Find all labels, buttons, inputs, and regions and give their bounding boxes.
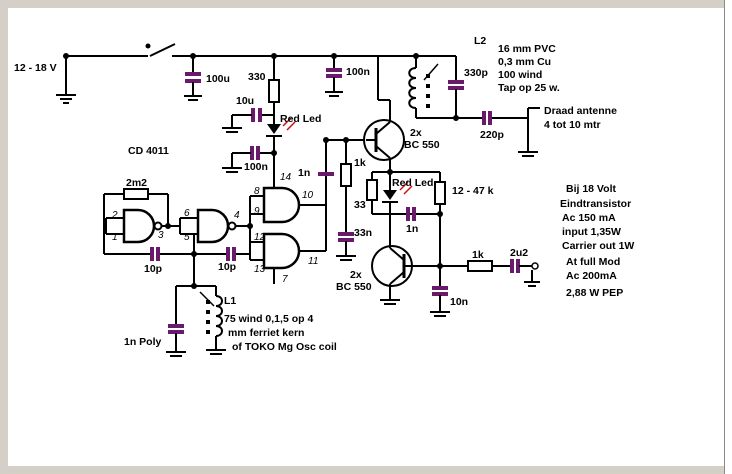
capacitor-1n-poly bbox=[166, 286, 186, 357]
note-line: Ac 200mA bbox=[566, 270, 617, 282]
pin: 3 bbox=[158, 230, 164, 241]
note-line: input 1,35W bbox=[562, 226, 621, 238]
antenna-2: 4 tot 10 mtr bbox=[544, 119, 601, 131]
resistor-2m2 bbox=[103, 188, 169, 254]
capacitor-100n-mid bbox=[222, 146, 277, 173]
led-1 bbox=[266, 117, 296, 170]
note-line: Carrier out 1W bbox=[562, 240, 634, 252]
note-line: 2,88 W PEP bbox=[566, 287, 623, 299]
note-line: Eindtransistor bbox=[560, 198, 631, 210]
label-33n: 33n bbox=[354, 227, 372, 239]
label-l1: L1 bbox=[224, 295, 236, 307]
pin: 4 bbox=[234, 210, 240, 221]
pin: 1 bbox=[112, 232, 118, 243]
label-100n-mid: 100n bbox=[244, 161, 268, 173]
gate-3 bbox=[249, 186, 326, 226]
l2-desc-2: 0,3 mm Cu bbox=[498, 56, 551, 68]
l1-desc-3: of TOKO Mg Osc coil bbox=[232, 341, 337, 353]
note-line: Bij 18 Volt bbox=[566, 183, 616, 195]
capacitor-10n bbox=[430, 263, 450, 317]
l2-desc-3: 100 wind bbox=[498, 69, 542, 81]
notes: Bij 18 Volt Eindtransistor Ac 150 mA inp… bbox=[560, 183, 634, 299]
label-220p: 220p bbox=[480, 129, 504, 141]
label-led1: Red Led bbox=[280, 113, 321, 125]
inductor-l2 bbox=[377, 55, 456, 119]
q-bottom-1: 2x bbox=[350, 269, 362, 281]
window-edge bbox=[724, 0, 732, 474]
pin: 6 bbox=[184, 208, 190, 219]
pin: 7 bbox=[282, 274, 288, 285]
resistor-330 bbox=[268, 56, 280, 124]
resistor-33 bbox=[366, 171, 390, 214]
label-33: 33 bbox=[354, 199, 366, 211]
l1-desc-1: 75 wind 0,1,5 op 4 bbox=[224, 313, 313, 325]
resistor-12-47k bbox=[434, 172, 446, 266]
ground-symbol bbox=[56, 94, 76, 104]
pin: 5 bbox=[184, 232, 190, 243]
gate-1 bbox=[105, 208, 163, 244]
capacitor-100u bbox=[184, 56, 202, 101]
label-10p-a: 10p bbox=[144, 263, 162, 275]
capacitor-1n-b bbox=[406, 207, 416, 221]
l1-desc-2: mm ferriet kern bbox=[228, 327, 304, 339]
resistor-1k-a bbox=[340, 137, 352, 226]
label-1k-b: 1k bbox=[472, 249, 484, 261]
label-1n-poly: 1n Poly bbox=[124, 336, 162, 348]
capacitor-220p bbox=[453, 107, 540, 157]
q-top-1: 2x bbox=[410, 127, 422, 139]
label-10u: 10u bbox=[236, 95, 254, 107]
capacitor-100n-top bbox=[325, 56, 343, 97]
capacitor-10u bbox=[222, 108, 274, 133]
pin: 14 bbox=[280, 172, 292, 183]
transistor-top bbox=[363, 99, 405, 172]
label-2u2: 2u2 bbox=[510, 247, 528, 259]
label-100n-top: 100n bbox=[346, 66, 370, 78]
note-line: Ac 150 mA bbox=[562, 212, 616, 224]
gate-4 bbox=[249, 232, 326, 270]
capacitor-2u2 bbox=[510, 259, 540, 287]
l2-desc-1: 16 mm PVC bbox=[498, 43, 556, 55]
pin: 10 bbox=[302, 190, 314, 201]
label-1n-b: 1n bbox=[406, 223, 418, 235]
l2-desc-4: Tap op 25 w. bbox=[498, 82, 560, 94]
supply-label: 12 - 18 V bbox=[14, 62, 57, 74]
label-330: 330 bbox=[248, 71, 266, 83]
label-10n: 10n bbox=[450, 296, 468, 308]
pin: 9 bbox=[254, 206, 260, 217]
label-10p-b: 10p bbox=[218, 261, 236, 273]
label-2m2: 2m2 bbox=[126, 177, 147, 189]
antenna-1: Draad antenne bbox=[544, 105, 617, 117]
pin: 8 bbox=[254, 186, 260, 197]
q-bottom-2: BC 550 bbox=[336, 281, 372, 293]
pin: 13 bbox=[254, 264, 266, 275]
capacitor-33n bbox=[336, 226, 356, 261]
capacitor-10p-b bbox=[194, 223, 253, 261]
inductor-l1 bbox=[176, 254, 226, 355]
led-2 bbox=[382, 172, 413, 214]
resistor-1k-b bbox=[440, 260, 510, 272]
capacitor-1n-a bbox=[318, 137, 334, 176]
label-100u: 100u bbox=[206, 73, 230, 85]
label-12-47k: 12 - 47 k bbox=[452, 185, 494, 197]
label-led2: Red Led bbox=[392, 177, 433, 189]
gate-2 bbox=[179, 208, 237, 244]
capacitor-10p-a bbox=[104, 247, 194, 261]
label-1k-a: 1k bbox=[354, 157, 366, 169]
transistor-bottom bbox=[371, 214, 440, 305]
pin: 2 bbox=[111, 210, 118, 221]
label-330p: 330p bbox=[464, 67, 488, 79]
pin: 12 bbox=[254, 232, 266, 243]
q-top-2: BC 550 bbox=[404, 139, 440, 151]
label-1n-a: 1n bbox=[298, 167, 310, 179]
label-ic: CD 4011 bbox=[128, 145, 169, 157]
pin: 11 bbox=[308, 256, 318, 267]
capacitor-330p bbox=[448, 56, 464, 118]
label-l2: L2 bbox=[474, 35, 486, 47]
note-line: At full Mod bbox=[566, 256, 620, 268]
